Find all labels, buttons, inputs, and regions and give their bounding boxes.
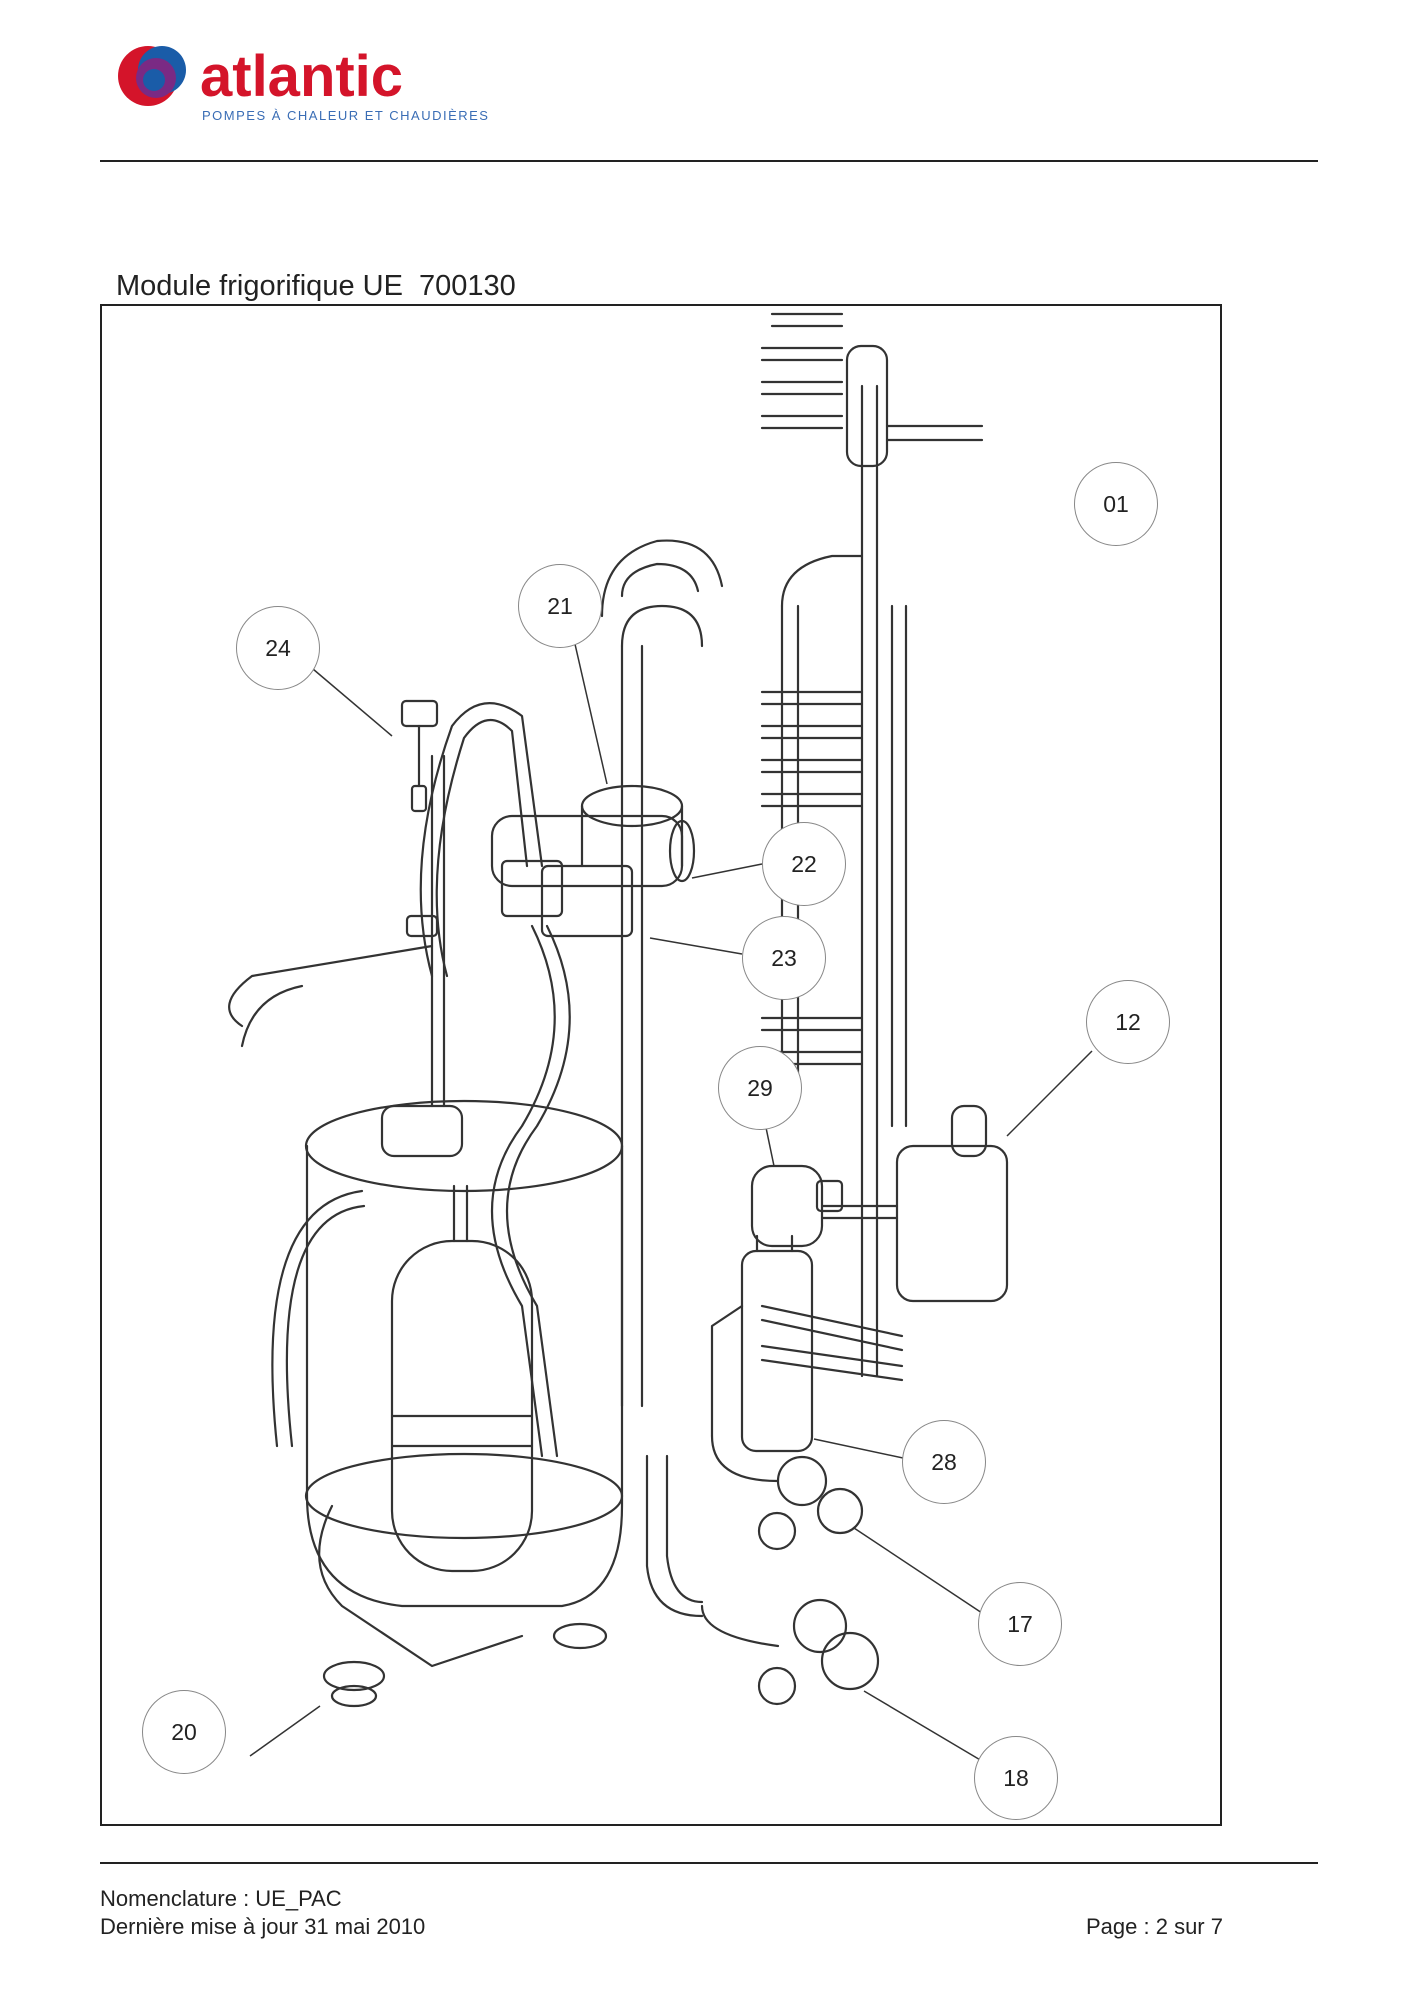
callout-23: 23: [742, 916, 826, 1000]
callout-18: 18: [974, 1736, 1058, 1820]
callout-28: 28: [902, 1420, 986, 1504]
callout-22: 22: [762, 822, 846, 906]
atlantic-logo: atlantic POMPES À CHALEUR ET CHAUDIÈRES: [110, 36, 490, 136]
exploded-diagram-frame: 01 12 17 18 20 21 22 23 24 28 29: [100, 304, 1222, 1826]
callout-label: 24: [265, 634, 291, 661]
pressure-switch-shape: [400, 699, 439, 938]
logo-emblem-icon: atlantic POMPES À CHALEUR ET CHAUDIÈRES: [118, 44, 489, 123]
header-divider: [100, 160, 1318, 162]
accumulator-shape: [390, 1184, 534, 1573]
four-way-valve-shape: [490, 814, 696, 938]
callout-12: 12: [1086, 980, 1170, 1064]
callout-label: 12: [1115, 1008, 1141, 1035]
callout-29: 29: [718, 1046, 802, 1130]
footer-last-update: Dernière mise à jour 31 mai 2010: [100, 1914, 426, 1939]
callout-label: 17: [1007, 1610, 1033, 1637]
callout-17: 17: [978, 1582, 1062, 1666]
callout-label: 01: [1103, 490, 1129, 517]
callout-label: 28: [931, 1448, 957, 1475]
filter-drier-shape: [710, 1234, 814, 1453]
receiver-shape: [820, 1104, 1009, 1303]
callout-label: 23: [771, 944, 797, 971]
callout-21: 21: [518, 564, 602, 648]
footer-page-number: Page : 2 sur 7: [1086, 1914, 1223, 1939]
section-title: Module frigorifique UE 700130: [116, 270, 516, 302]
callout-20: 20: [142, 1690, 226, 1774]
callout-label: 22: [791, 850, 817, 877]
callout-label: 20: [171, 1718, 197, 1745]
brand-tagline: POMPES À CHALEUR ET CHAUDIÈRES: [202, 108, 489, 123]
callout-label: 29: [747, 1074, 773, 1101]
service-valve-18-shape: [645, 1454, 880, 1706]
refrigeration-module-drawing: [228, 312, 1093, 1762]
service-valve-17-shape: [710, 1434, 864, 1551]
compressor-shape: [304, 754, 624, 1668]
callout-01: 01: [1074, 462, 1158, 546]
footer-nomenclature: Nomenclature : UE_PAC: [100, 1886, 342, 1911]
callout-label: 18: [1003, 1764, 1029, 1791]
solenoid-coil-shape: [750, 1164, 844, 1248]
callout-label: 21: [547, 592, 573, 619]
footer-divider: [100, 1862, 1318, 1864]
brand-name: atlantic: [200, 44, 403, 109]
callout-24: 24: [236, 606, 320, 690]
